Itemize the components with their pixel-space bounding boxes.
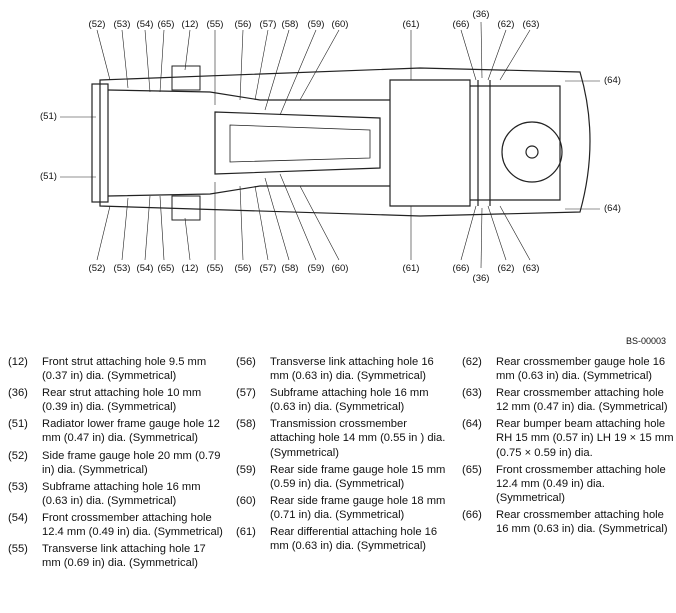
legend-item: (61)Rear differential attaching hole 16 … xyxy=(236,526,438,553)
legend-column-1: (12)Front strut attaching hole 9.5 mm (0… xyxy=(0,355,226,573)
legend-item: (54)Front crossmember attaching hole 12.… xyxy=(8,511,223,539)
legend-item: (12)Front strut attaching hole 9.5 mm (0… xyxy=(8,356,207,383)
legend-item: (59)Rear side frame gauge hole 15 mm (0.… xyxy=(236,463,446,490)
callout-top-56: (56) xyxy=(234,19,252,30)
legend-column-2: (56)Transverse link attaching hole 16 mm… xyxy=(228,355,452,556)
callout-bottom-53: (53) xyxy=(113,263,131,274)
callout-bottom-66: (66) xyxy=(452,263,470,274)
legend: (12)Front strut attaching hole 9.5 mm (0… xyxy=(0,355,676,613)
callout-top-36: (36) xyxy=(472,9,490,20)
callout-top-12: (12) xyxy=(181,19,199,30)
callout-bottom-60: (60) xyxy=(331,263,349,274)
legend-item: (51)Radiator lower frame gauge hole 12 m… xyxy=(8,418,220,445)
legend-column-3: (62)Rear crossmember gauge hole 16 mm (0… xyxy=(454,355,674,539)
legend-item: (55)Transverse link attaching hole 17 mm… xyxy=(8,543,206,570)
front-strut-tower-upper xyxy=(171,65,201,91)
legend-item: (60)Rear side frame gauge hole 18 mm (0.… xyxy=(236,494,446,521)
callout-top-62: (62) xyxy=(497,19,515,30)
rear-frame xyxy=(389,79,471,207)
chassis-drawing xyxy=(60,21,600,269)
callout-bottom-61: (61) xyxy=(402,263,420,274)
legend-item: (66)Rear crossmember attaching hole 16 m… xyxy=(462,508,668,536)
legend-item: (52)Side frame gauge hole 20 mm (0.79 in… xyxy=(8,449,221,476)
front-side-frame-lower xyxy=(107,185,390,197)
legend-item: (56)Transverse link attaching hole 16 mm… xyxy=(236,356,434,383)
callout-right-64-lower: (64) xyxy=(604,203,621,214)
center-tunnel xyxy=(214,111,381,175)
legend-item: (53)Subframe attaching hole 16 mm (0.63 … xyxy=(8,480,201,507)
callout-left-51-lower: (51) xyxy=(40,171,57,182)
callout-bottom-57: (57) xyxy=(259,263,277,274)
callout-bottom-62: (62) xyxy=(497,263,515,274)
callout-top-58: (58) xyxy=(281,19,299,30)
callout-bottom-59: (59) xyxy=(307,263,325,274)
callout-bottom-12: (12) xyxy=(181,263,199,274)
body-outline xyxy=(99,67,591,217)
callout-bottom-54: (54) xyxy=(136,263,154,274)
callout-bottom-63: (63) xyxy=(522,263,540,274)
callout-top-66: (66) xyxy=(452,19,470,30)
callout-top-59: (59) xyxy=(307,19,325,30)
callout-top-60: (60) xyxy=(331,19,349,30)
callout-bottom-55: (55) xyxy=(206,263,224,274)
callout-left-51-upper: (51) xyxy=(40,111,57,122)
callout-bottom-56: (56) xyxy=(234,263,252,274)
callout-bottom-58: (58) xyxy=(281,263,299,274)
callout-top-63: (63) xyxy=(522,19,540,30)
radiator-frame xyxy=(91,83,109,203)
callout-top-61: (61) xyxy=(402,19,420,30)
legend-item: (62)Rear crossmember gauge hole 16 mm (0… xyxy=(462,356,666,383)
callout-top-53: (53) xyxy=(113,19,131,30)
legend-item: (63)Rear crossmember attaching hole 12 m… xyxy=(462,387,668,414)
legend-item: (65)Front crossmember attaching hole 12.… xyxy=(462,463,666,504)
callout-right-64-upper: (64) xyxy=(604,75,621,86)
callout-bottom-36: (36) xyxy=(472,273,490,284)
legend-item: (57)Subframe attaching hole 16 mm (0.63 … xyxy=(236,387,429,414)
figure-code: BS-00003 xyxy=(625,336,666,346)
callout-top-57: (57) xyxy=(259,19,277,30)
callout-top-55: (55) xyxy=(206,19,224,30)
spare-tire-well xyxy=(501,121,563,183)
callout-top-54: (54) xyxy=(136,19,154,30)
front-side-frame-upper xyxy=(107,89,390,101)
legend-item: (36)Rear strut attaching hole 10 mm (0.3… xyxy=(8,387,202,414)
legend-item: (64)Rear bumper beam attaching hole RH 1… xyxy=(462,418,674,459)
front-strut-tower-lower xyxy=(171,195,201,221)
underbody-diagram: (52) (53) (54) (65) (12) (55) (56) (57) … xyxy=(40,9,621,284)
callout-bottom-52: (52) xyxy=(88,263,106,274)
legend-item: (58)Transmission crossmember attaching h… xyxy=(236,418,446,459)
callout-top-65: (65) xyxy=(157,19,175,30)
callout-bottom-65: (65) xyxy=(157,263,175,274)
callout-top-52: (52) xyxy=(88,19,106,30)
